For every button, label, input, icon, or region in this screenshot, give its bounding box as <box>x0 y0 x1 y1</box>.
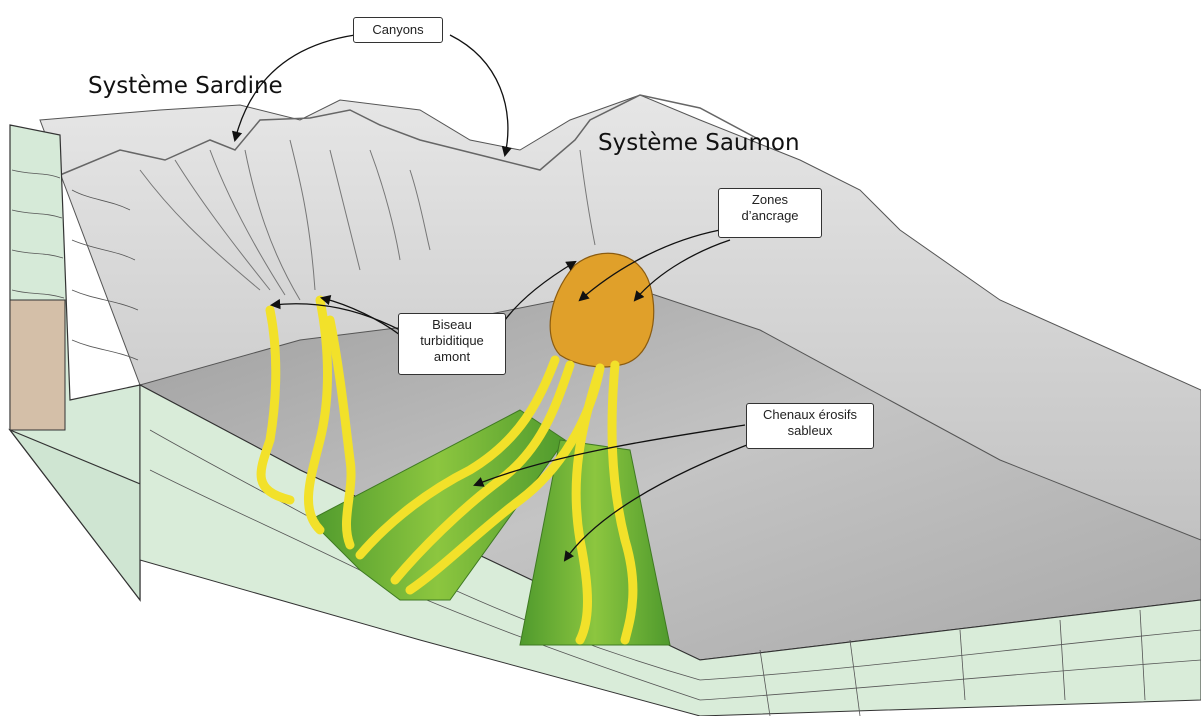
zones-ancrage-callout: Zones d’ancrage <box>718 188 822 238</box>
biseau-label-line3: amont <box>405 349 499 365</box>
chenaux-callout: Chenaux érosifs sableux <box>746 403 874 449</box>
tan-sediment-block <box>10 300 65 430</box>
zones-label-line2: d’ancrage <box>725 208 815 224</box>
chenaux-label-line2: sableux <box>753 423 867 439</box>
biseau-label-line2: turbiditique <box>405 333 499 349</box>
zones-label-line1: Zones <box>725 192 815 208</box>
chenaux-label-line1: Chenaux érosifs <box>753 407 867 423</box>
systeme-saumon-title: Système Saumon <box>598 130 800 156</box>
biseau-label-line1: Biseau <box>405 317 499 333</box>
systeme-sardine-title: Système Sardine <box>88 73 283 99</box>
canyons-label: Canyons <box>372 22 423 37</box>
canyons-callout: Canyons <box>353 17 443 43</box>
biseau-callout: Biseau turbiditique amont <box>398 313 506 375</box>
